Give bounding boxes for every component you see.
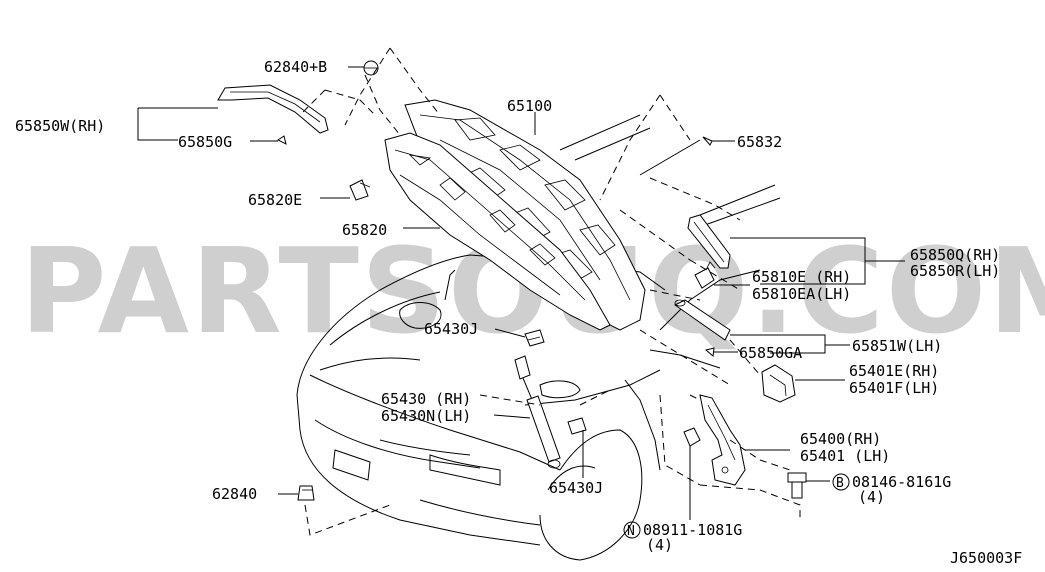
car-body-drawing [296,114,781,561]
label-65401F: 65401F(LH) [849,379,939,397]
label-65850R: 65850R(LH) [910,262,1000,280]
bumper-65810E [694,261,716,289]
label-65832: 65832 [737,133,782,151]
label-bolt-prefix: B [836,476,844,491]
clip-65820E [349,179,371,201]
clip-65850G [277,135,287,145]
label-nut-qty: (4) [646,536,673,554]
label-65850Q: 65850Q(RH) [910,246,1000,264]
label-62840: 62840 [212,485,257,503]
label-65400: 65400(RH) [800,430,881,448]
hood-insulator [384,132,611,331]
diagram-code: J650003F [950,549,1022,567]
bolt-circle-marker [832,473,850,491]
label-nut-number: 08911-1081G [643,521,742,539]
hinge-bracket-65401E [761,364,796,403]
label-65820E: 65820E [248,191,302,209]
label-65820: 65820 [342,221,387,239]
label-65401E: 65401E(RH) [849,362,939,380]
strut-end-65430J-bottom [567,417,587,435]
label-65430J-bottom: 65430J [549,479,603,497]
nut-08911 [683,427,701,447]
hood-seal-65850W [217,84,329,134]
part-labels: 62840+B 65850W(RH) 65850G 65820E 65820 6… [15,58,1022,567]
label-65430J-top: 65430J [424,320,478,338]
label-65850GA: 65850GA [739,344,802,362]
seal-65851W [674,299,731,341]
strut-end-65430J-top [524,329,545,347]
label-65430N: 65430N(LH) [381,407,471,425]
label-bolt-qty: (4) [858,488,885,506]
gas-strut-65430 [514,355,561,469]
label-65430: 65430 (RH) [381,390,471,408]
label-65850G: 65850G [178,133,232,151]
hood-seal-65850Q [687,214,731,269]
clip-62840 [297,485,315,501]
label-65100: 65100 [507,97,552,115]
bolt-08146 [787,472,807,499]
label-bolt-number: 08146-8161G [852,473,951,491]
label-65810EA: 65810EA(LH) [752,285,851,303]
label-62840B: 62840+B [264,58,327,76]
nut-circle-marker [623,521,641,539]
label-65850W: 65850W(RH) [15,117,105,135]
clip-65832 [702,136,713,146]
label-65810E: 65810E (RH) [752,268,851,286]
label-nut-prefix: N [627,524,635,539]
clip-65850GA [704,347,715,357]
label-65851W: 65851W(LH) [852,337,942,355]
clip-62840B [363,60,379,76]
label-65401: 65401 (LH) [800,447,890,465]
hood-hinge-65400 [699,394,746,486]
leader-lines [137,66,905,520]
